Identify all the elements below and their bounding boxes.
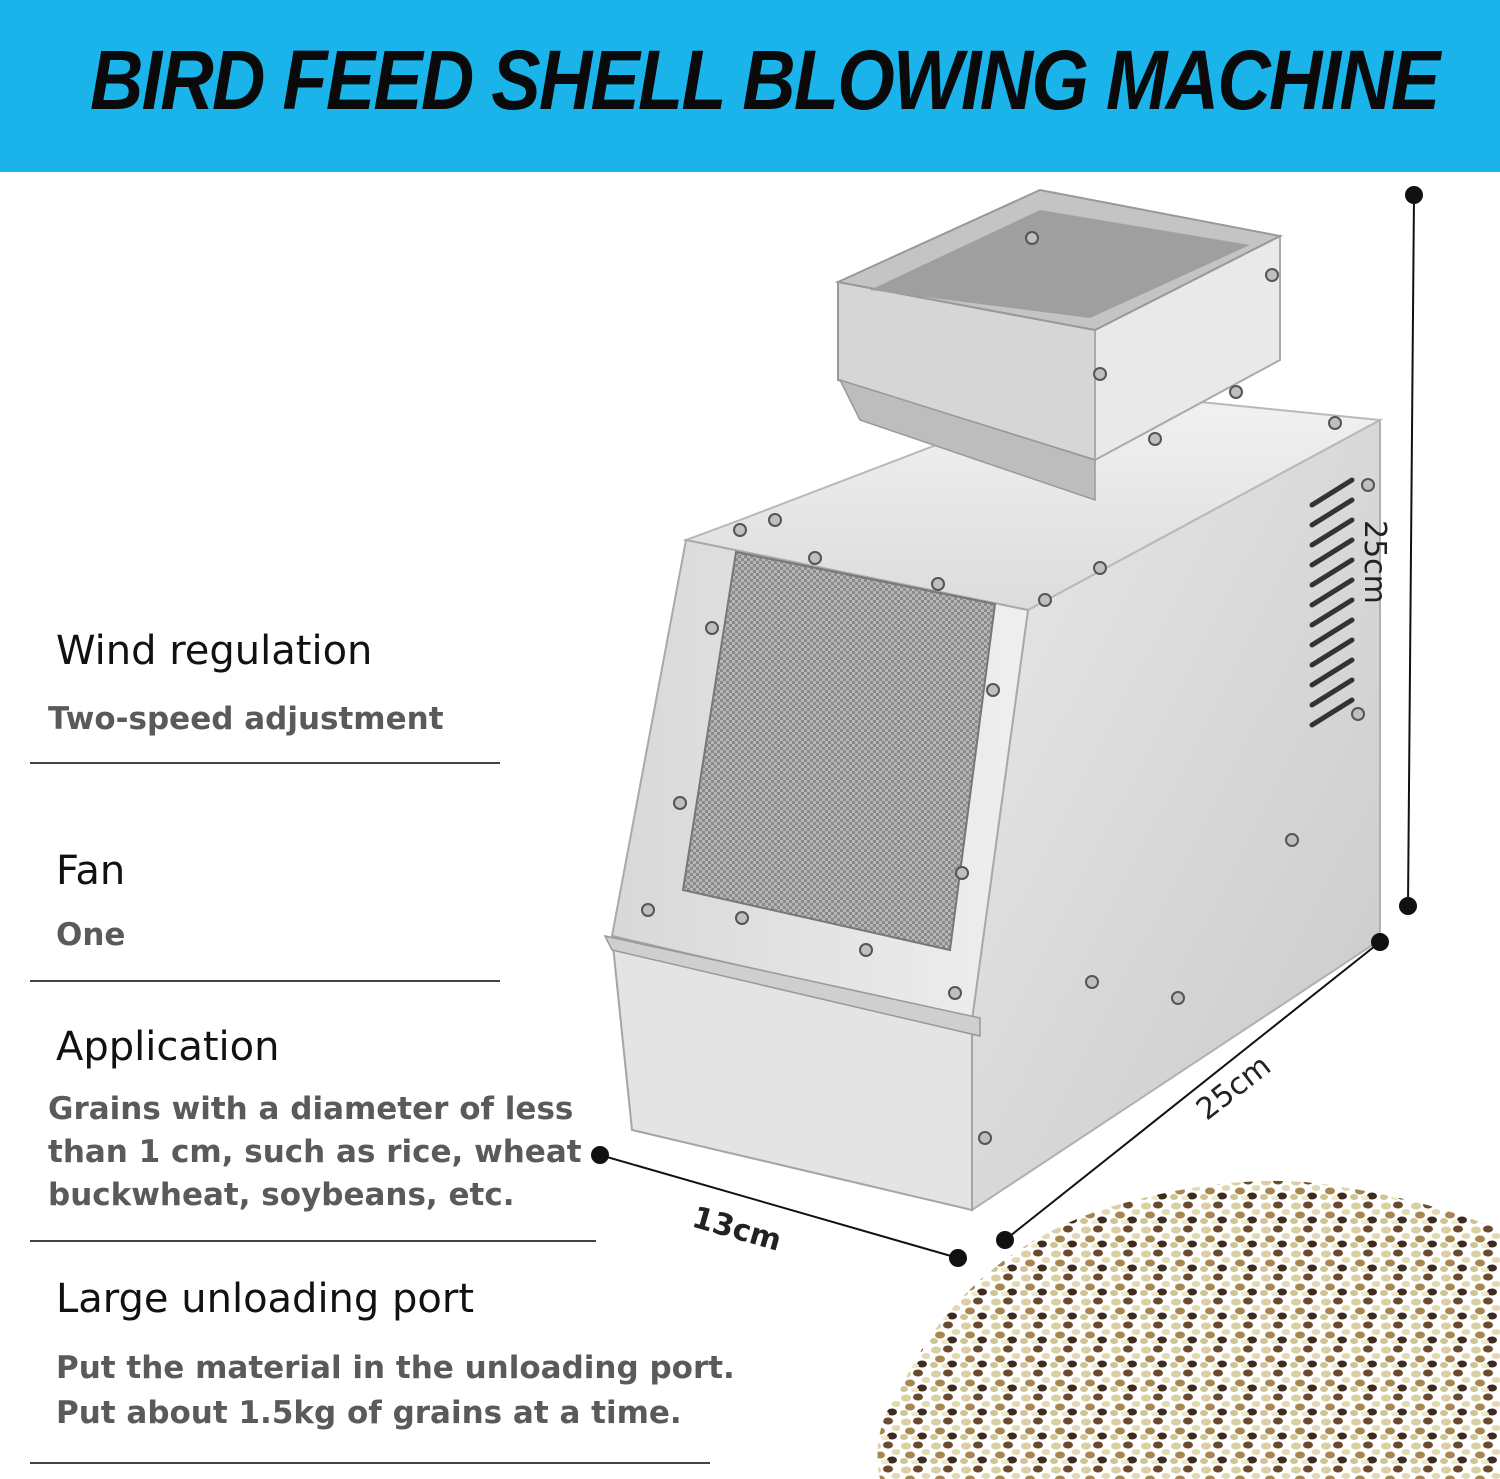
- feature-heading-fan: Fan: [56, 848, 126, 894]
- feature-desc-application: Grains with a diameter of less than 1 cm…: [48, 1088, 582, 1217]
- mesh-screen: [681, 550, 997, 952]
- feature-heading-wind-regulation: Wind regulation: [56, 628, 373, 674]
- feature-heading-unloading-port: Large unloading port: [56, 1276, 475, 1322]
- feature-desc-fan: One: [56, 917, 126, 953]
- feature-desc-unloading-port: Put the material in the unloading port. …: [56, 1346, 735, 1436]
- feature-desc-line: buckwheat, soybeans, etc.: [48, 1177, 515, 1213]
- feature-divider: [30, 762, 500, 764]
- feature-divider: [30, 980, 500, 982]
- dimension-lines: [591, 186, 1423, 1267]
- feature-desc-line: Put the material in the unloading port.: [56, 1350, 735, 1386]
- title-banner: BIRD FEED SHELL BLOWING MACHINE: [0, 0, 1500, 172]
- screws: [641, 231, 1375, 1145]
- feature-heading-application: Application: [56, 1024, 280, 1070]
- height-dimension-label: 25cm: [1357, 520, 1392, 604]
- feature-desc-line: Grains with a diameter of less: [48, 1091, 574, 1127]
- vent-slots: [1309, 477, 1355, 728]
- feature-divider: [30, 1240, 596, 1242]
- feature-desc-line: Put about 1.5kg of grains at a time.: [56, 1395, 682, 1431]
- feature-divider: [30, 1462, 710, 1464]
- grain-pile: [877, 1180, 1500, 1479]
- feature-desc-line: than 1 cm, such as rice, wheat: [48, 1134, 582, 1170]
- feature-desc-wind-regulation: Two-speed adjustment: [48, 701, 444, 737]
- page-title: BIRD FEED SHELL BLOWING MACHINE: [90, 33, 1440, 127]
